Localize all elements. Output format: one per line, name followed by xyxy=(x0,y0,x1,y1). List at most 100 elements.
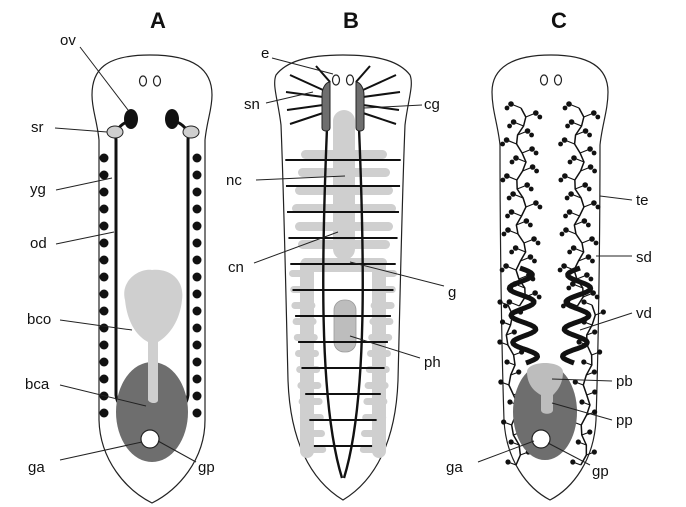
gut-branch xyxy=(295,222,393,231)
ovary-right xyxy=(165,109,179,129)
testis xyxy=(566,101,572,107)
testis xyxy=(565,196,570,201)
testis xyxy=(529,133,534,138)
label-ov: ov xyxy=(60,32,76,49)
gut-branch xyxy=(297,382,321,389)
yolk-gland xyxy=(100,375,109,384)
testis xyxy=(570,459,575,464)
testis xyxy=(571,245,577,251)
eye-left xyxy=(140,76,147,86)
panel-c-letter: C xyxy=(551,8,567,33)
testis xyxy=(562,137,568,143)
testis xyxy=(566,286,571,291)
yolk-gland xyxy=(100,273,109,282)
testis xyxy=(596,205,601,210)
testis xyxy=(592,151,597,156)
testis xyxy=(571,155,577,161)
testis xyxy=(558,268,563,273)
yolk-gland xyxy=(193,273,202,282)
gut-branch xyxy=(295,350,319,357)
testis xyxy=(507,196,512,201)
yolk-gland xyxy=(193,256,202,265)
testis xyxy=(597,349,602,354)
testis xyxy=(537,295,542,300)
label-e: e xyxy=(261,45,269,62)
yolk-gland xyxy=(100,324,109,333)
gut-branch xyxy=(360,446,384,453)
yolk-gland xyxy=(100,222,109,231)
testis xyxy=(563,214,568,219)
yolk-gland xyxy=(193,375,202,384)
panel-a: A ov sr yg od bco bca ga xyxy=(25,8,215,503)
testis xyxy=(505,459,510,464)
testis xyxy=(537,115,542,120)
eye-b-left xyxy=(333,75,340,85)
yolk-gland xyxy=(193,222,202,231)
panel-b-letter: B xyxy=(343,8,359,33)
yolk-gland xyxy=(100,341,109,350)
testis xyxy=(576,439,581,444)
testis xyxy=(565,124,570,129)
testis xyxy=(592,329,597,334)
testis xyxy=(524,182,530,188)
gut-branch xyxy=(367,350,391,357)
testis xyxy=(568,160,573,165)
testis xyxy=(587,429,592,434)
testis xyxy=(525,128,531,134)
label-nc: nc xyxy=(226,172,242,189)
yolk-gland xyxy=(100,307,109,316)
testis xyxy=(501,419,506,424)
testis xyxy=(562,173,568,179)
testis xyxy=(558,178,563,183)
label-ph: ph xyxy=(424,354,441,371)
label-sn: sn xyxy=(244,96,260,113)
label-sd: sd xyxy=(636,249,652,266)
testis xyxy=(532,290,538,296)
testis xyxy=(507,299,513,305)
testis xyxy=(569,119,575,125)
testis xyxy=(510,191,516,197)
label-gp-a: gp xyxy=(198,459,215,476)
testis xyxy=(592,169,597,174)
testis xyxy=(511,119,517,125)
ovary-left xyxy=(124,109,138,129)
label-ga-a: ga xyxy=(28,459,45,476)
testis xyxy=(529,187,534,192)
testis xyxy=(592,449,597,454)
yolk-gland xyxy=(193,392,202,401)
testis xyxy=(584,272,590,278)
label-bco: bco xyxy=(27,311,51,328)
testis xyxy=(505,214,510,219)
testis xyxy=(513,155,519,161)
gut-branch xyxy=(365,382,389,389)
testis xyxy=(558,142,563,147)
label-gp-c: gp xyxy=(592,463,609,480)
testis xyxy=(533,200,539,206)
testis xyxy=(582,218,588,224)
testis xyxy=(538,205,543,210)
testis xyxy=(500,142,505,147)
label-vd: vd xyxy=(636,305,652,322)
testis xyxy=(567,250,572,255)
yolk-gland xyxy=(193,290,202,299)
testis xyxy=(497,339,502,344)
testis xyxy=(509,439,514,444)
testis xyxy=(587,146,593,152)
testis xyxy=(531,236,537,242)
gut-branch xyxy=(299,398,323,405)
gut-branch xyxy=(371,302,395,309)
label-cn: cn xyxy=(228,259,244,276)
label-od: od xyxy=(30,235,47,252)
yolk-gland xyxy=(100,171,109,180)
gut-branch xyxy=(289,270,313,277)
yolk-gland xyxy=(100,358,109,367)
testis xyxy=(500,268,505,273)
yolk-gland xyxy=(193,324,202,333)
yolk-gland xyxy=(100,290,109,299)
yolk-gland xyxy=(193,409,202,418)
testis xyxy=(588,164,594,170)
yolk-gland xyxy=(193,171,202,180)
label-pb: pb xyxy=(616,373,633,390)
testis xyxy=(589,277,594,282)
testis xyxy=(508,101,514,107)
